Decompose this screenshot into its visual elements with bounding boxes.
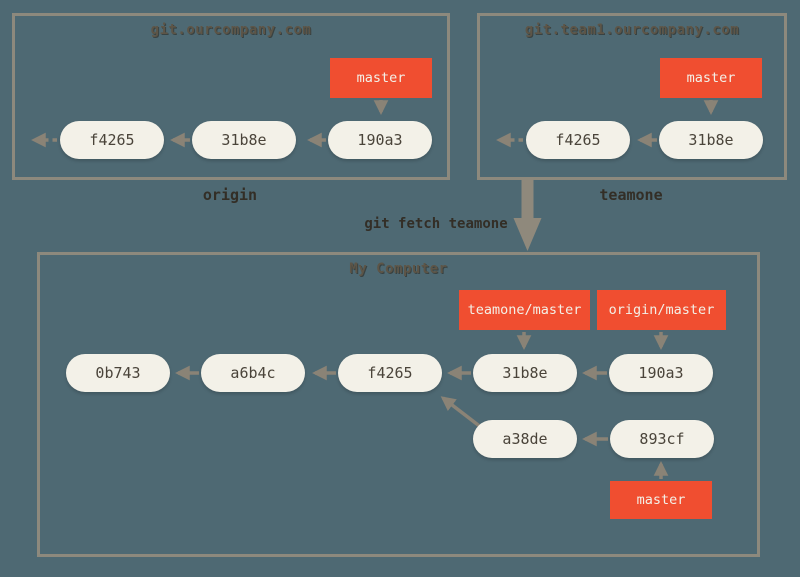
local-box: My Computer [37, 252, 760, 557]
branch-label-origin-master: master [330, 58, 432, 98]
ref-label-teamone-master: teamone/master [459, 290, 590, 330]
ref-label-origin-master: origin/master [597, 290, 726, 330]
remote-box-origin: git.ourcompany.com [12, 13, 450, 180]
commit-node-local-0b743: 0b743 [66, 354, 170, 392]
remote-box-teamone: git.team1.ourcompany.com [477, 13, 787, 180]
branch-label-local-master: master [610, 481, 712, 519]
commit-node-local-a6b4c: a6b4c [201, 354, 305, 392]
fetch-command-label: git fetch teamone [364, 216, 508, 232]
commit-node-origin-190a3: 190a3 [328, 121, 432, 159]
commit-node-teamone-31b8e: 31b8e [659, 121, 763, 159]
commit-node-local-a38de: a38de [473, 420, 577, 458]
commit-node-local-190a3: 190a3 [609, 354, 713, 392]
commit-node-local-31b8e: 31b8e [473, 354, 577, 392]
commit-node-origin-31b8e: 31b8e [192, 121, 296, 159]
branch-label-teamone-master: master [660, 58, 762, 98]
remote-name-teamone: teamone [599, 186, 663, 204]
remote-name-origin: origin [202, 186, 258, 204]
commit-node-local-f4265: f4265 [338, 354, 442, 392]
commit-node-origin-f4265: f4265 [60, 121, 164, 159]
commit-node-local-893cf: 893cf [610, 420, 714, 458]
local-box-title: My Computer [349, 261, 448, 277]
remote-teamone-title: git.team1.ourcompany.com [524, 22, 740, 38]
remote-origin-title: git.ourcompany.com [150, 22, 312, 38]
commit-node-teamone-f4265: f4265 [526, 121, 630, 159]
fetch-arrow [513, 178, 542, 251]
